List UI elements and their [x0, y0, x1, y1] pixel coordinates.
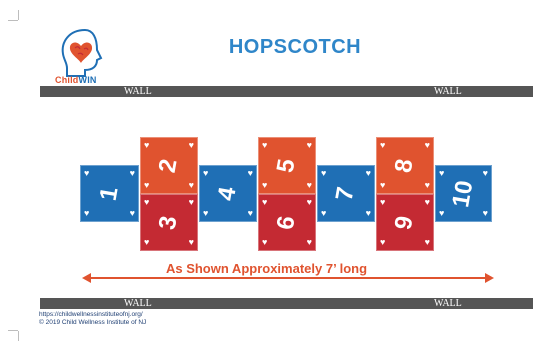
- hopscotch-tile-2: ♥ ♥ ♥ ♥ 2: [140, 137, 198, 194]
- heart-icon: ♥: [306, 197, 312, 207]
- heart-icon: ♥: [144, 237, 150, 247]
- tile-number-label: 4: [213, 184, 242, 203]
- heart-icon: ♥: [262, 197, 268, 207]
- crop-mark: [18, 10, 19, 20]
- heart-icon: ♥: [306, 180, 312, 190]
- heart-icon: ♥: [380, 180, 386, 190]
- heart-icon: ♥: [129, 168, 135, 178]
- tile-number-label: 8: [390, 156, 419, 175]
- heart-icon: ♥: [424, 180, 430, 190]
- heart-icon: ♥: [144, 180, 150, 190]
- heart-icon: ♥: [482, 208, 488, 218]
- crop-mark: [8, 20, 18, 21]
- heart-icon: ♥: [365, 208, 371, 218]
- heart-icon: ♥: [306, 140, 312, 150]
- page-title: HOPSCOTCH: [228, 36, 362, 58]
- heart-icon: ♥: [188, 140, 194, 150]
- hopscotch-tile-9: ♥ ♥ ♥ ♥ 9: [376, 194, 434, 251]
- tile-number: 9: [377, 195, 433, 250]
- tile-number: 10: [436, 166, 491, 221]
- wall-label: WALL: [124, 298, 152, 309]
- heart-icon: ♥: [439, 168, 445, 178]
- heart-icon: ♥: [380, 237, 386, 247]
- length-caption: As Shown Approximately 7’ long: [165, 261, 368, 276]
- tile-number: 2: [141, 138, 197, 193]
- tile-number: 5: [259, 138, 315, 193]
- hopscotch-tile-7: ♥ ♥ ♥ ♥ 7: [317, 165, 375, 222]
- heart-icon: ♥: [84, 168, 90, 178]
- head-heart-icon: [61, 28, 103, 77]
- heart-icon: ♥: [424, 140, 430, 150]
- heart-icon: ♥: [247, 208, 253, 218]
- top-wall-bar: WALL WALL: [40, 86, 533, 97]
- heart-icon: ♥: [262, 237, 268, 247]
- heart-icon: ♥: [365, 168, 371, 178]
- heart-icon: ♥: [144, 197, 150, 207]
- heart-icon: ♥: [321, 208, 327, 218]
- tile-number: 8: [377, 138, 433, 193]
- footer-copyright: © 2019 Child Wellness Institute of NJ: [39, 319, 147, 326]
- heart-icon: ♥: [188, 180, 194, 190]
- heart-icon: ♥: [424, 197, 430, 207]
- footer: https://childwellnessinstituteofnj.org/ …: [39, 311, 146, 327]
- heart-icon: ♥: [188, 237, 194, 247]
- wall-label: WALL: [434, 86, 462, 97]
- heart-icon: ♥: [262, 180, 268, 190]
- bottom-wall-bar: WALL WALL: [40, 298, 533, 309]
- heart-icon: ♥: [262, 140, 268, 150]
- footer-url[interactable]: https://childwellnessinstituteofnj.org/: [39, 311, 143, 318]
- hopscotch-tile-6: ♥ ♥ ♥ ♥ 6: [258, 194, 316, 251]
- heart-icon: ♥: [439, 208, 445, 218]
- hopscotch-tile-10: ♥ ♥ ♥ ♥10: [435, 165, 492, 222]
- hopscotch-tile-5: ♥ ♥ ♥ ♥ 5: [258, 137, 316, 194]
- tile-number: 6: [259, 195, 315, 250]
- heart-icon: ♥: [188, 197, 194, 207]
- hopscotch-tile-8: ♥ ♥ ♥ ♥ 8: [376, 137, 434, 194]
- tile-number-label: 9: [390, 213, 419, 232]
- tile-number-label: 7: [331, 184, 360, 203]
- heart-icon: ♥: [380, 197, 386, 207]
- heart-icon: ♥: [482, 168, 488, 178]
- heart-icon: ♥: [247, 168, 253, 178]
- heart-icon: ♥: [424, 237, 430, 247]
- wall-label: WALL: [434, 298, 462, 309]
- crop-mark: [18, 331, 19, 341]
- heart-icon: ♥: [380, 140, 386, 150]
- double-arrow-icon: [82, 273, 494, 283]
- tile-number-label: 3: [154, 213, 183, 232]
- hopscotch-tile-3: ♥ ♥ ♥ ♥ 3: [140, 194, 198, 251]
- heart-icon: ♥: [321, 168, 327, 178]
- heart-icon: ♥: [306, 237, 312, 247]
- hopscotch-tile-4: ♥ ♥ ♥ ♥ 4: [199, 165, 257, 222]
- tile-number-label: 1: [94, 184, 124, 203]
- heart-icon: ♥: [203, 208, 209, 218]
- heart-icon: ♥: [203, 168, 209, 178]
- heart-icon: ♥: [84, 208, 90, 218]
- logo-wordmark: ChildWIN: [55, 75, 97, 85]
- heart-icon: ♥: [144, 140, 150, 150]
- wall-label: WALL: [124, 86, 152, 97]
- tile-number-label: 10: [447, 177, 479, 209]
- tile-number-label: 2: [154, 156, 183, 175]
- heart-icon: ♥: [129, 208, 135, 218]
- hopscotch-tile-1: ♥ ♥ ♥ ♥ 1: [80, 165, 139, 222]
- tile-number: 4: [200, 166, 256, 221]
- tile-number-label: 6: [272, 213, 301, 232]
- tile-number: 3: [141, 195, 197, 250]
- tile-number: 7: [318, 166, 374, 221]
- tile-number: 1: [81, 166, 138, 221]
- tile-number-label: 5: [272, 156, 301, 175]
- crop-mark: [8, 330, 18, 331]
